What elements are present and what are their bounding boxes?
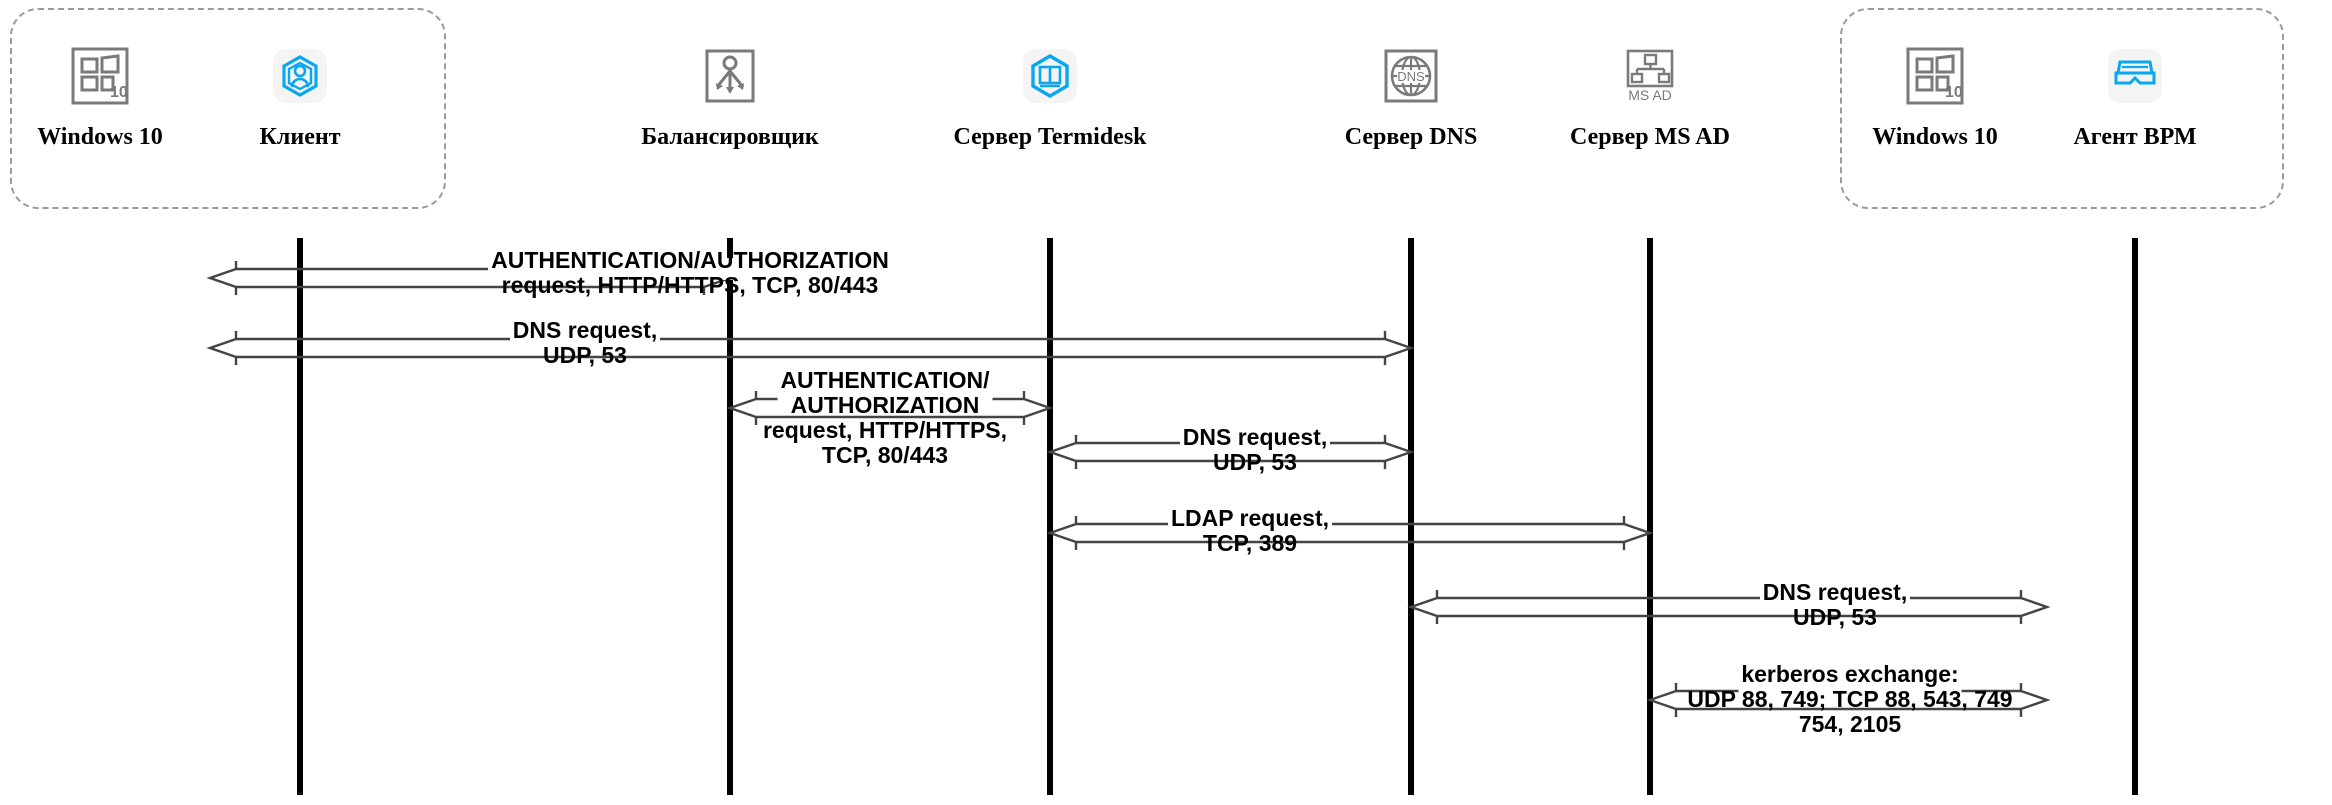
message-label-msg-dns-client-dns: DNS request, UDP, 53	[512, 317, 658, 368]
participant-label: Сервер DNS	[1344, 124, 1478, 150]
windows-10-icon: 10	[1825, 38, 2045, 114]
message-label-msg-kerberos-msad-agent: kerberos exchange: UDP 88, 749; TCP 88, …	[1687, 661, 2013, 737]
svg-text:MS AD: MS AD	[1628, 87, 1672, 103]
message-label-msg-dns-dns-agent: DNS request, UDP, 53	[1762, 579, 1908, 630]
participant-windows10-client: 10 Windows 10	[0, 38, 210, 151]
label-knockout	[510, 328, 660, 350]
message-label-msg-ldap-termidesk-msad: LDAP request, TCP, 389	[1170, 505, 1330, 556]
svg-text:DNS: DNS	[1397, 69, 1425, 84]
participant-label: Сервер Termidesk	[953, 124, 1147, 150]
svg-text:10: 10	[1945, 84, 1963, 101]
participant-dns-server: DNS Сервер DNS	[1301, 38, 1521, 151]
message-msg-dns-client-dns	[206, 331, 1415, 365]
message-msg-ldap-termidesk-msad	[1046, 516, 1654, 550]
participant-client: Клиент	[190, 38, 410, 151]
label-knockout	[1760, 587, 1910, 609]
participant-label: Клиент	[259, 124, 341, 150]
participant-balancer: Балансировщик	[620, 38, 840, 151]
agent-workstation-group	[1840, 8, 2284, 209]
label-knockout	[1168, 513, 1332, 535]
ms-ad-icon: MS AD	[1540, 38, 1760, 114]
message-label-msg-auth-client-balancer: AUTHENTICATION/AUTHORIZATION request, HT…	[491, 247, 889, 298]
message-label-msg-auth-balancer-termidesk: AUTHENTICATION/ AUTHORIZATION request, H…	[762, 367, 1008, 468]
participant-label: Windows 10	[37, 124, 163, 150]
vr-glasses-icon	[2025, 38, 2245, 114]
participant-termidesk-server: Сервер Termidesk	[940, 38, 1160, 151]
dns-globe-icon: DNS	[1301, 38, 1521, 114]
label-knockout	[488, 258, 892, 280]
windows-10-icon: 10	[0, 38, 210, 114]
message-msg-dns-dns-agent	[1407, 590, 2051, 624]
label-knockout	[1738, 680, 1962, 702]
participant-label: Windows 10	[1872, 124, 1998, 150]
participant-label: Балансировщик	[641, 124, 819, 150]
participant-label: Сервер MS AD	[1570, 124, 1730, 150]
client-hexagon-icon	[190, 38, 410, 114]
client-workstation-group	[10, 8, 446, 209]
message-msg-dns-termidesk-dns	[1046, 435, 1415, 469]
label-knockout	[777, 388, 993, 410]
label-knockout	[1180, 432, 1330, 454]
participant-label: Агент ВРМ	[2073, 124, 2197, 150]
load-balancer-icon	[620, 38, 840, 114]
termidesk-hexagon-icon	[940, 38, 1160, 114]
participant-windows10-agent: 10 Windows 10	[1825, 38, 2045, 151]
participant-msad-server: MS AD Сервер MS AD	[1540, 38, 1760, 151]
message-label-msg-dns-termidesk-dns: DNS request, UDP, 53	[1182, 424, 1328, 475]
participant-agent-vrm: Агент ВРМ	[2025, 38, 2245, 151]
svg-text:10: 10	[110, 84, 128, 101]
